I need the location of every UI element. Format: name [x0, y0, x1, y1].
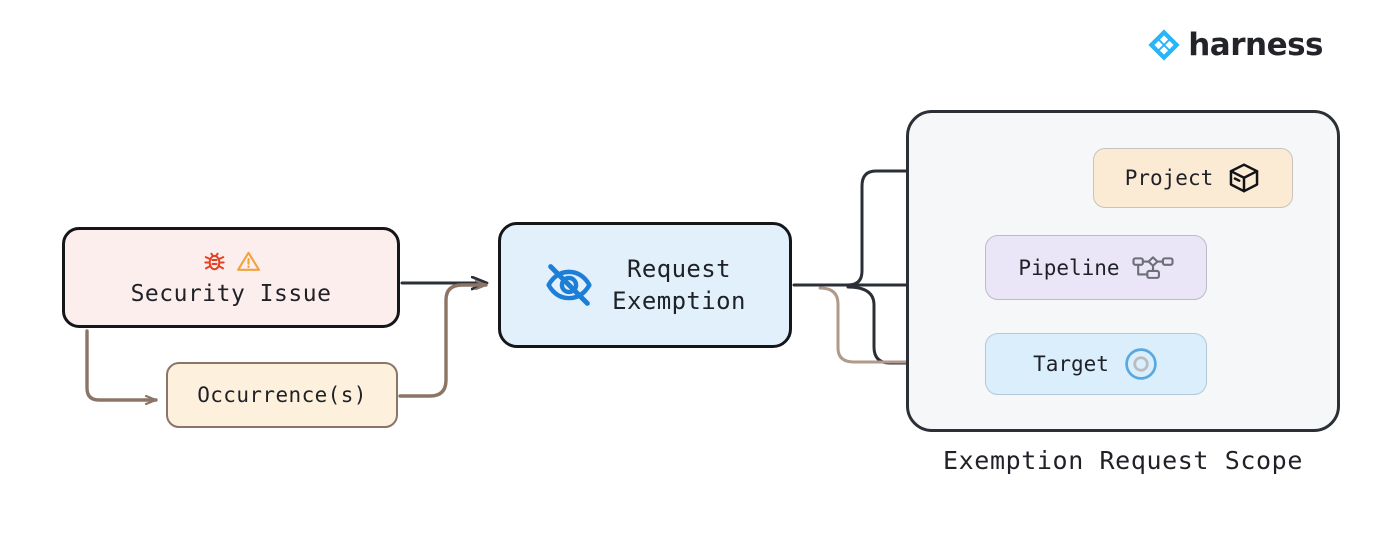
node-request-exemption[interactable]: Request Exemption	[498, 222, 792, 348]
warning-triangle-icon	[236, 251, 260, 271]
request-exemption-line1: Request	[627, 254, 731, 283]
scope-caption: Exemption Request Scope	[943, 446, 1303, 475]
box-cube-icon	[1229, 163, 1259, 193]
harness-diamond-logo-icon	[1148, 29, 1180, 61]
target-label: Target	[1033, 352, 1109, 376]
edge-request-to-project	[846, 171, 1081, 287]
edge-security-to-occurrences	[85, 329, 158, 400]
occurrences-label: Occurrence(s)	[197, 383, 367, 407]
node-pipeline[interactable]: Pipeline	[985, 235, 1207, 300]
eye-off-icon	[546, 264, 592, 306]
node-security-issue[interactable]: Security Issue	[62, 227, 400, 328]
target-circle-icon	[1125, 348, 1157, 380]
pipeline-nodes-icon	[1132, 255, 1174, 279]
bug-icon	[203, 252, 225, 271]
pipeline-label: Pipeline	[1018, 255, 1120, 280]
node-target[interactable]: Target	[985, 333, 1207, 395]
request-exemption-line2: Exemption	[612, 287, 746, 315]
edge-request-to-target-secondary	[818, 286, 946, 362]
harness-logo: harness	[1147, 28, 1323, 62]
project-label: Project	[1124, 166, 1214, 190]
security-issue-label: Security Issue	[130, 280, 332, 307]
request-exemption-text: Request Exemption	[612, 253, 746, 317]
node-project[interactable]: Project	[1093, 148, 1293, 208]
edge-occurrences-to-request	[398, 285, 488, 398]
node-occurrences[interactable]: Occurrence(s)	[166, 362, 398, 428]
brand-name: harness	[1188, 26, 1323, 63]
security-issue-icons	[202, 249, 261, 275]
